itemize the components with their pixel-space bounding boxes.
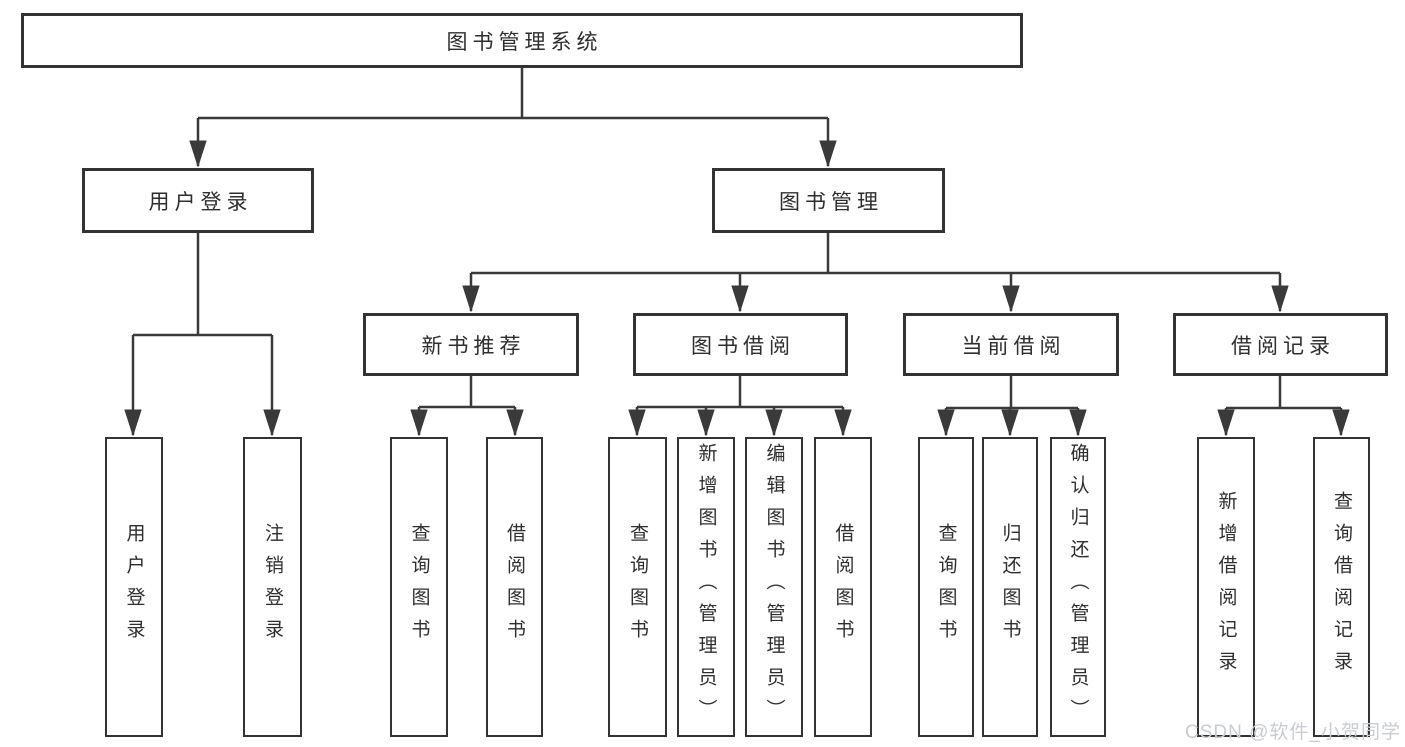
leaf-add-book-admin-label: 新增图书（管理员）	[695, 443, 717, 731]
leaf-logout: 注销登录	[243, 437, 302, 737]
leaf-confirm-return-admin: 确认归还（管理员）	[1050, 437, 1106, 737]
leaf-query-books-3-label: 查询图书	[935, 523, 957, 651]
leaf-confirm-return-admin-label: 确认归还（管理员）	[1067, 443, 1089, 731]
leaf-borrow-books-2-label: 借阅图书	[832, 523, 854, 651]
leaf-borrow-books-1: 借阅图书	[486, 437, 543, 737]
watermark: CSDN @软件_小贺同学	[1185, 722, 1401, 743]
leaf-edit-book-admin-label: 编辑图书（管理员）	[763, 443, 785, 731]
leaf-logout-label: 注销登录	[262, 523, 283, 651]
leaf-query-books-1: 查询图书	[390, 437, 448, 737]
node-borrowing-records: 借阅记录	[1173, 313, 1388, 376]
leaf-query-borrow-record: 查询借阅记录	[1313, 437, 1370, 737]
leaf-query-books-1-label: 查询图书	[408, 523, 430, 651]
node-book-management: 图书管理	[712, 168, 945, 233]
leaf-return-books: 归还图书	[982, 437, 1038, 737]
node-book-borrowing: 图书借阅	[633, 313, 848, 376]
leaf-edit-book-admin: 编辑图书（管理员）	[745, 437, 803, 737]
leaf-query-books-2: 查询图书	[608, 437, 667, 737]
node-current-borrowing: 当前借阅	[903, 313, 1119, 376]
leaf-query-books-3: 查询图书	[918, 437, 974, 737]
leaf-query-books-2-label: 查询图书	[627, 523, 648, 651]
leaf-user-login: 用户登录	[105, 437, 163, 737]
leaf-add-borrow-record: 新增借阅记录	[1197, 437, 1255, 737]
leaf-add-book-admin: 新增图书（管理员）	[677, 437, 735, 737]
leaf-user-login-label: 用户登录	[123, 523, 145, 651]
node-new-book-recommend: 新书推荐	[363, 313, 579, 376]
leaf-borrow-books-1-label: 借阅图书	[504, 523, 525, 651]
leaf-return-books-label: 归还图书	[999, 523, 1021, 651]
leaf-borrow-books-2: 借阅图书	[814, 437, 872, 737]
leaf-add-borrow-record-label: 新增借阅记录	[1215, 491, 1237, 683]
node-user-login: 用户登录	[82, 168, 314, 233]
leaf-query-borrow-record-label: 查询借阅记录	[1331, 491, 1352, 683]
node-root: 图书管理系统	[21, 13, 1023, 68]
connector-trunks	[133, 68, 1341, 410]
